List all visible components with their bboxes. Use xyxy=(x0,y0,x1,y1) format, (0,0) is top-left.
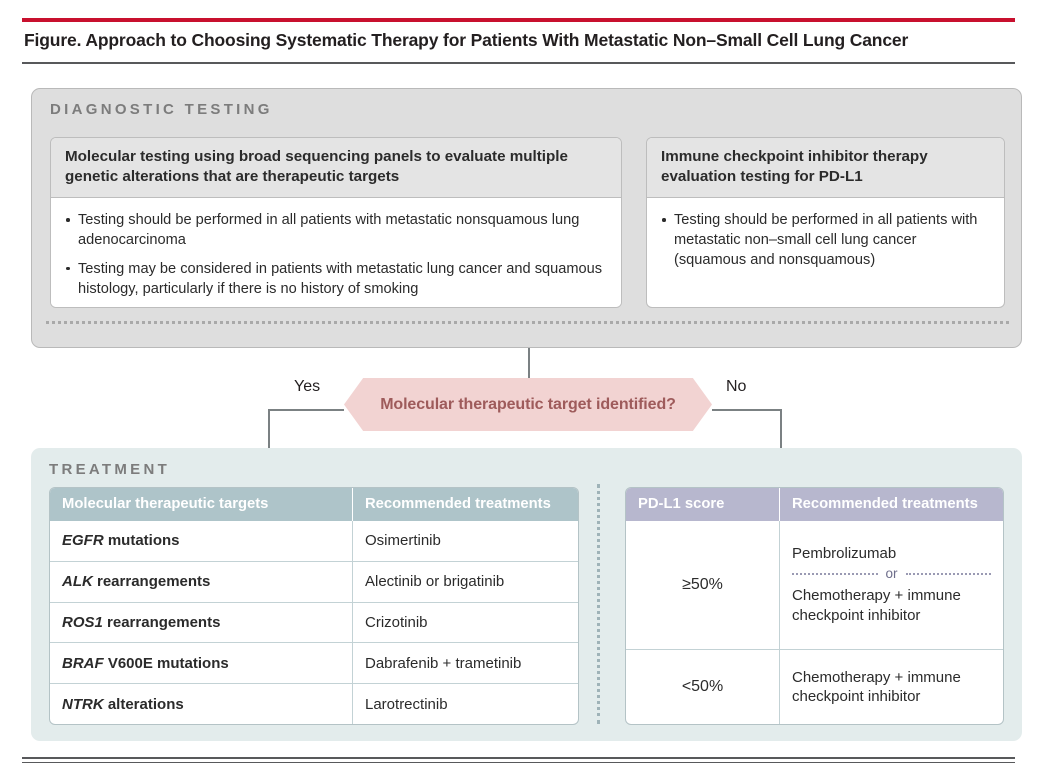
molecular-treatment-table: Molecular therapeutic targets Recommende… xyxy=(49,487,579,725)
column-header-pdl1-score: PD-L1 score xyxy=(626,488,780,521)
cell-pdl1-score: ≥50% xyxy=(626,521,780,650)
pdl1-testing-body: Testing should be performed in all patie… xyxy=(647,198,1004,286)
cell-treatment: Crizotinib xyxy=(352,601,578,643)
connector-stem-vertical xyxy=(528,348,530,384)
bottom-divider-rule xyxy=(22,757,1015,759)
table-row: NTRK alterations Larotrectinib xyxy=(50,683,578,724)
cell-treatment: Osimertinib xyxy=(365,532,441,550)
treatment-option-2: Chemotherapy + immune checkpoint inhibit… xyxy=(792,587,961,624)
column-header-recommended-treatments: Recommended treatments xyxy=(779,488,1003,521)
table-body: EGFR mutations Osimertinib ALK rearrange… xyxy=(50,521,578,724)
table: PD-L1 score Recommended treatments ≥50% … xyxy=(626,488,1003,724)
pdl1-testing-bullets: Testing should be performed in all patie… xyxy=(661,211,990,270)
cell-pdl1-treatment: Pembrolizumab or Chemotherapy + immune c… xyxy=(780,521,1004,650)
gene-name: ROS1 xyxy=(62,613,103,631)
gene-name: ALK xyxy=(62,573,93,591)
branch-label-no: No xyxy=(726,378,747,395)
gene-name: NTRK xyxy=(62,695,104,713)
treatment-vertical-dotted-divider xyxy=(597,484,600,724)
gene-name: BRAF xyxy=(62,654,104,672)
cell-treatment: Larotrectinib xyxy=(352,683,578,724)
gene-name: EGFR xyxy=(62,532,104,550)
target-descriptor: rearrangements xyxy=(92,573,211,591)
target-descriptor: alterations xyxy=(103,695,184,713)
dashed-line-left xyxy=(792,572,878,575)
target-descriptor: mutations xyxy=(103,532,180,550)
cell-pdl1-treatment: Chemotherapy + immune checkpoint inhibit… xyxy=(779,649,1003,724)
branch-label-yes: Yes xyxy=(294,378,321,395)
bottom-divider-rule-thin xyxy=(22,762,1015,763)
diagnostic-section-label: DIAGNOSTIC TESTING xyxy=(50,101,273,118)
table-row: <50% Chemotherapy + immune checkpoint in… xyxy=(626,649,1003,724)
table: Molecular therapeutic targets Recommende… xyxy=(50,488,578,724)
page-title: Figure. Approach to Choosing Systematic … xyxy=(24,30,909,50)
table-head: Molecular therapeutic targets Recommende… xyxy=(50,488,578,521)
table-header-row: Molecular therapeutic targets Recommende… xyxy=(50,488,578,521)
list-item: Testing should be performed in all patie… xyxy=(65,211,607,250)
table-row: BRAF V600E mutations Dabrafenib + tramet… xyxy=(50,642,578,684)
list-item: Testing should be performed in all patie… xyxy=(661,211,990,270)
table-header-row: PD-L1 score Recommended treatments xyxy=(626,488,1003,521)
cell-target: BRAF V600E mutations xyxy=(50,642,353,684)
cell-pdl1-score: <50% xyxy=(626,649,780,724)
cell-target: EGFR mutations xyxy=(50,521,353,562)
title-divider-rule xyxy=(22,62,1015,64)
table-row: ALK rearrangements Alectinib or brigatin… xyxy=(50,560,578,603)
column-header-molecular-targets: Molecular therapeutic targets xyxy=(50,488,353,521)
pdl1-testing-box: Immune checkpoint inhibitor therapy eval… xyxy=(646,137,1005,308)
diagnostic-testing-panel: DIAGNOSTIC TESTING Molecular testing usi… xyxy=(31,88,1022,348)
molecular-testing-box: Molecular testing using broad sequencing… xyxy=(50,137,622,308)
decision-question-text: Molecular therapeutic target identified? xyxy=(380,395,676,413)
connector-yes-horizontal xyxy=(268,409,344,411)
molecular-testing-heading: Molecular testing using broad sequencing… xyxy=(51,138,621,199)
cell-target: ALK rearrangements xyxy=(50,560,353,603)
cell-treatment: Dabrafenib + trametinib xyxy=(352,642,578,684)
molecular-testing-body: Testing should be performed in all patie… xyxy=(51,198,621,307)
table-row: ROS1 rearrangements Crizotinib xyxy=(50,601,578,643)
connector-no-vertical xyxy=(780,409,782,483)
list-item: Testing may be considered in patients wi… xyxy=(65,260,607,299)
dashed-line-right xyxy=(905,572,992,575)
table-row: EGFR mutations Osimertinib xyxy=(50,521,578,562)
cell-target: ROS1 rearrangements xyxy=(50,601,353,643)
treatment-panel: TREATMENT Molecular therapeutic targets … xyxy=(31,448,1022,741)
column-header-recommended-treatments: Recommended treatments xyxy=(352,488,578,521)
accent-rule-top xyxy=(22,18,1015,22)
pdl1-treatment-table: PD-L1 score Recommended treatments ≥50% … xyxy=(625,487,1004,725)
target-descriptor: V600E mutations xyxy=(103,654,229,672)
decision-hexagon: Molecular therapeutic target identified? xyxy=(344,378,712,431)
molecular-testing-bullets: Testing should be performed in all patie… xyxy=(65,211,607,299)
table-row: ≥50% Pembrolizumab or Chemotherapy + imm… xyxy=(626,521,1003,650)
connector-yes-vertical xyxy=(268,409,270,483)
pdl1-testing-heading: Immune checkpoint inhibitor therapy eval… xyxy=(647,138,1004,199)
table-body: ≥50% Pembrolizumab or Chemotherapy + imm… xyxy=(626,521,1003,724)
treatment-option-1: Pembrolizumab xyxy=(792,545,897,563)
target-descriptor: rearrangements xyxy=(102,613,221,631)
cell-target: NTRK alterations xyxy=(50,683,353,724)
cell-treatment: Alectinib or brigatinib xyxy=(352,560,578,603)
table-head: PD-L1 score Recommended treatments xyxy=(626,488,1003,521)
or-word: or xyxy=(885,566,898,582)
treatment-section-label: TREATMENT xyxy=(49,461,171,478)
panel-dotted-divider xyxy=(46,321,1009,324)
or-separator: or xyxy=(792,566,992,582)
connector-no-horizontal xyxy=(712,409,782,411)
